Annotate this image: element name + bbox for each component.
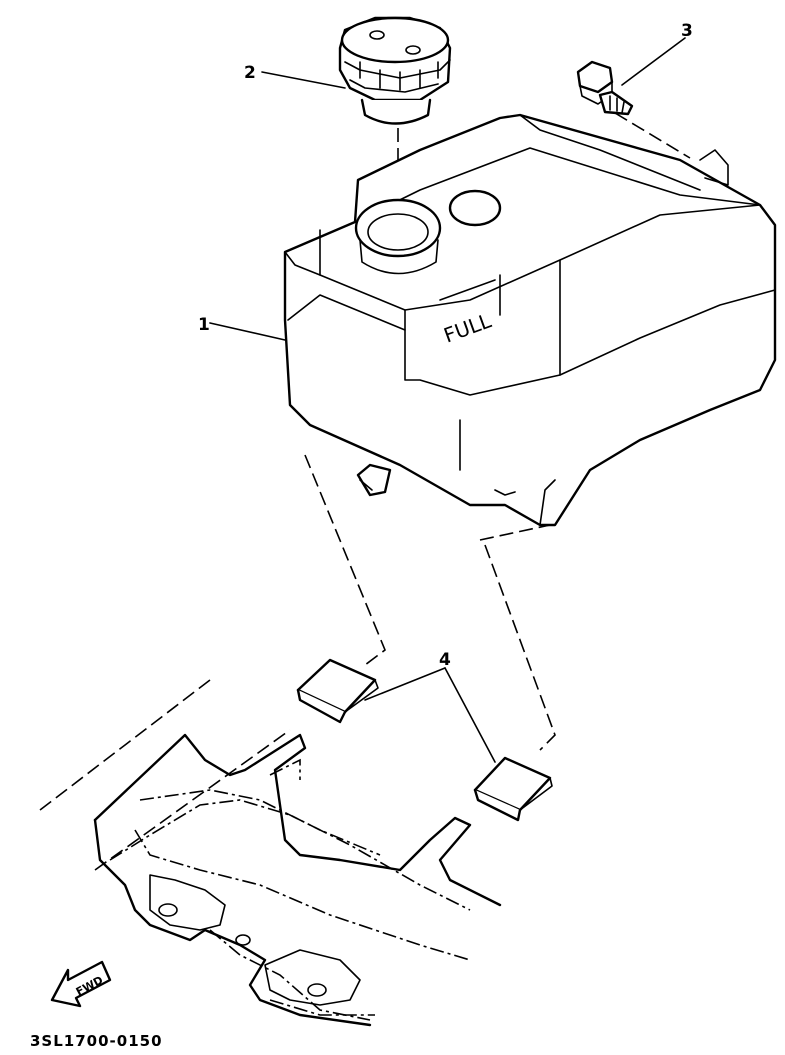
rubber-pad-upper (296, 658, 379, 724)
fuel-tank: FULL (283, 113, 777, 527)
callout-bolt: 3 (681, 21, 693, 41)
leader-lines (209, 37, 686, 763)
callout-tank: 1 (198, 315, 210, 335)
diagram-code: 3SL1700-0150 (30, 1032, 163, 1050)
fuel-cap (338, 16, 452, 125)
frame-bracket (39, 679, 502, 1027)
callout-cap: 2 (244, 63, 256, 83)
rubber-pad-lower (473, 756, 553, 822)
callout-pad: 4 (439, 650, 451, 670)
forward-arrow-icon: FWD (50, 960, 112, 1008)
bolt (576, 60, 634, 116)
